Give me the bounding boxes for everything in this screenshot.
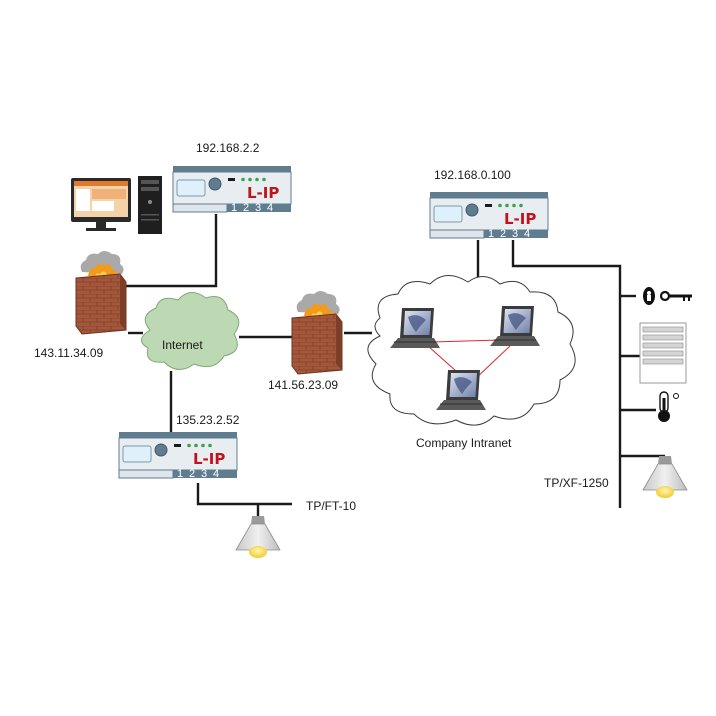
port-1: 1 xyxy=(177,468,183,480)
internet-cloud: Internet xyxy=(141,292,240,370)
bus-tp-xf-1250 xyxy=(511,240,622,508)
internet-label: Internet xyxy=(162,338,203,352)
brand-label: L-IP xyxy=(504,210,536,228)
lip-device-bottom: L-IP 1 2 3 4 xyxy=(118,431,238,480)
ip-firewall-left: 143.11.34.09 xyxy=(34,346,104,360)
workstation-icon xyxy=(71,176,162,234)
bus-label-tp-ft-10: TP/FT-10 xyxy=(306,499,356,513)
port-4: 4 xyxy=(267,202,273,214)
port-3: 3 xyxy=(255,202,261,214)
port-1: 1 xyxy=(231,202,237,214)
bus-label-tp-xf-1250: TP/XF-1250 xyxy=(544,476,609,490)
thermometer-icon xyxy=(658,391,679,422)
ip-device-top-left: 192.168.2.2 xyxy=(196,141,260,155)
ip-device-bottom: 135.23.2.52 xyxy=(176,413,240,427)
port-1: 1 xyxy=(488,228,494,240)
port-4: 4 xyxy=(524,228,530,240)
blinds-icon xyxy=(639,322,687,384)
firewall-icon xyxy=(291,290,343,375)
port-2: 2 xyxy=(189,468,195,480)
key-icon xyxy=(643,287,692,305)
brand-label: L-IP xyxy=(193,450,225,468)
brand-label: L-IP xyxy=(247,184,279,202)
intranet-label: Company Intranet xyxy=(416,436,512,450)
firewall-icon xyxy=(75,250,127,335)
bus-tp-ft-10 xyxy=(196,483,292,506)
connection-lines xyxy=(112,214,665,516)
port-2: 2 xyxy=(500,228,506,240)
pendant-lamp-icon xyxy=(642,455,688,499)
link-device-top-left-to-firewall xyxy=(112,214,218,288)
port-3: 3 xyxy=(201,468,207,480)
lip-device-top-right: L-IP 1 2 3 4 xyxy=(429,191,549,240)
port-2: 2 xyxy=(243,202,249,214)
ip-firewall-right: 141.56.23.09 xyxy=(268,378,338,392)
pendant-lamp-icon xyxy=(235,515,281,559)
port-4: 4 xyxy=(213,468,219,480)
port-3: 3 xyxy=(512,228,518,240)
ip-device-top-right: 192.168.0.100 xyxy=(434,168,511,182)
lip-device-top-left: L-IP 1 2 3 4 xyxy=(172,165,292,214)
